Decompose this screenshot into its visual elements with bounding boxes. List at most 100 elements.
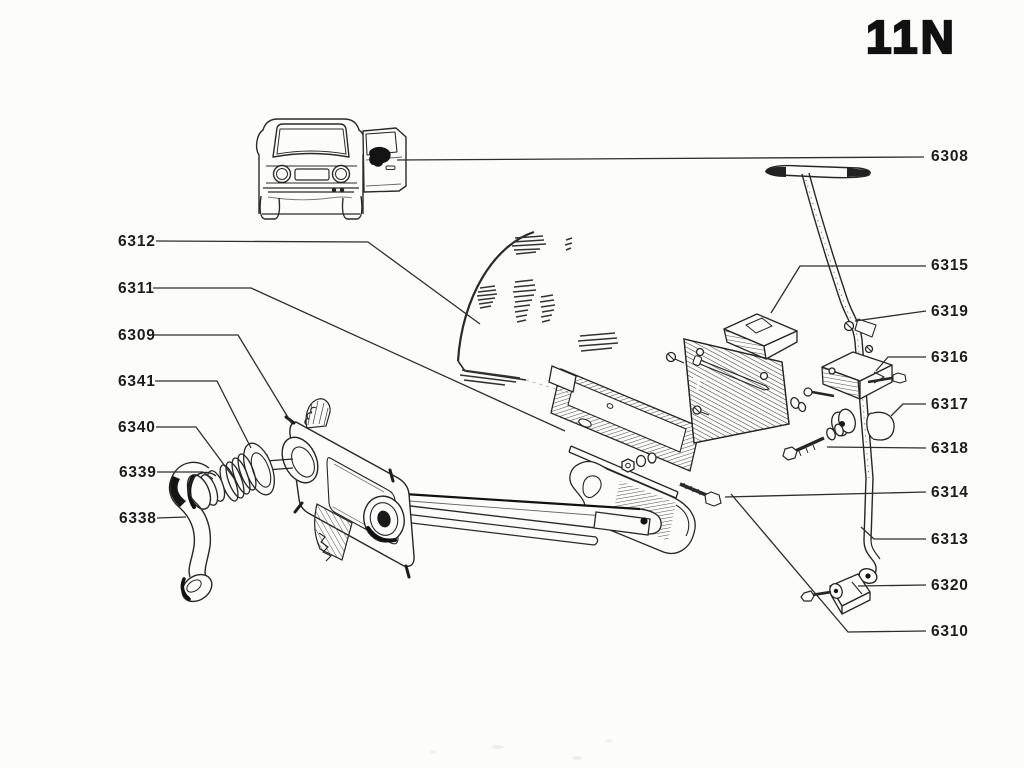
leader-6309 — [153, 334, 293, 425]
sector-teeth — [318, 532, 332, 562]
wedge-block — [723, 313, 798, 360]
arm-rivet — [640, 517, 648, 525]
hex-nut — [621, 458, 635, 473]
glass-channel-end-bracket — [548, 365, 577, 393]
leader-6312 — [155, 240, 481, 325]
leader-6320 — [857, 584, 927, 587]
handle-arm-inner — [188, 471, 217, 579]
callout-6315: 6315 — [931, 257, 969, 274]
leader-6313 — [860, 526, 926, 540]
sector-gear-bottom — [314, 503, 353, 561]
car-wheel-right — [341, 195, 363, 220]
car-headlight-right — [331, 164, 351, 184]
bolt-6318-shaft — [792, 436, 825, 454]
washer — [834, 423, 844, 437]
leader-6319 — [854, 310, 927, 322]
handle-arm-outer — [168, 461, 210, 578]
callout-6318: 6318 — [931, 440, 969, 457]
regulator-plate-cutout — [326, 457, 399, 545]
guide-rail — [765, 164, 881, 584]
rail-edge-left — [801, 173, 867, 541]
car-wheel-left — [259, 195, 281, 220]
callout-6314: 6314 — [931, 484, 969, 501]
washer — [797, 401, 807, 413]
rail-clamp — [821, 318, 907, 441]
handle-knob — [181, 573, 213, 603]
leader-6311 — [153, 287, 566, 432]
callout-6316: 6316 — [931, 349, 969, 366]
callout-6312: 6312 — [118, 233, 156, 250]
callout-6319: 6319 — [931, 303, 969, 320]
glass-hatch-marks — [459, 235, 619, 386]
screw-bracket — [854, 318, 877, 338]
car-thumbnail — [255, 118, 407, 220]
lower-link — [394, 512, 599, 546]
washer — [826, 427, 836, 441]
leader-6339 — [157, 471, 214, 480]
regulator-arm — [394, 482, 722, 546]
bolt-6318-head — [782, 446, 798, 461]
callout-6340: 6340 — [118, 419, 156, 436]
leader-6340 — [156, 426, 237, 482]
long-stud — [699, 359, 771, 391]
callout-6317: 6317 — [931, 396, 969, 413]
door-window-frame — [365, 131, 398, 156]
roller-dome — [872, 411, 895, 441]
washer — [790, 397, 800, 409]
sector-gear-top — [305, 398, 331, 429]
leader-lines — [153, 156, 927, 633]
page-code: 11N — [866, 11, 957, 63]
arm-end-plate — [593, 511, 651, 536]
mounting-studs — [284, 415, 411, 579]
washer — [635, 454, 647, 468]
callout-6338: 6338 — [119, 510, 157, 527]
leader-6314 — [724, 491, 927, 498]
callout-6309: 6309 — [118, 327, 156, 344]
car-windshield — [272, 123, 350, 158]
lift-bracket-cutout — [582, 475, 602, 499]
car-grille — [294, 168, 330, 181]
leader-6308 — [396, 156, 925, 161]
car-bumper — [263, 187, 359, 193]
callout-6310: 6310 — [931, 623, 969, 640]
callout-6313: 6313 — [931, 531, 969, 548]
bracket-bolt-head — [800, 590, 815, 602]
pivot-bolt-head — [704, 491, 722, 507]
car-headlight-left — [272, 164, 292, 184]
fastener-bolts — [782, 387, 844, 461]
callout-labels: 6312 6311 6309 6341 6340 6339 6338 6308 … — [118, 148, 969, 640]
mounting-plate — [665, 338, 790, 444]
bracket-front — [841, 591, 871, 615]
spindle-boss — [281, 436, 319, 484]
leader-6316 — [875, 356, 926, 372]
callout-6320: 6320 — [931, 577, 969, 594]
leader-6315 — [770, 265, 926, 314]
plate-hole — [759, 371, 769, 381]
glass-channel-slot — [578, 418, 592, 428]
washer — [647, 452, 657, 464]
leader-6310 — [730, 493, 927, 633]
wedge-notch — [745, 317, 773, 334]
window-regulator — [281, 398, 415, 579]
plate-hole — [695, 347, 705, 357]
leader-6318 — [826, 446, 927, 449]
leader-6317 — [890, 403, 926, 417]
stud-head — [692, 355, 703, 367]
callout-6339: 6339 — [119, 464, 157, 481]
leader-6341 — [155, 380, 252, 449]
callout-6311: 6311 — [118, 280, 155, 297]
crank-handle — [168, 461, 217, 603]
small-bolt-head — [803, 387, 813, 397]
leader-6338 — [156, 516, 187, 519]
scan-speckles — [430, 739, 613, 760]
mounting-plate-face — [683, 338, 790, 444]
glass-channel — [548, 365, 701, 472]
bracket-6320 — [800, 573, 871, 615]
small-bolt-shaft — [811, 390, 835, 398]
clamp-bolt-head — [892, 372, 907, 384]
bracket-bolt-shaft — [811, 590, 832, 597]
callout-6341: 6341 — [118, 373, 156, 390]
door-regulator-location-marker — [369, 146, 391, 167]
